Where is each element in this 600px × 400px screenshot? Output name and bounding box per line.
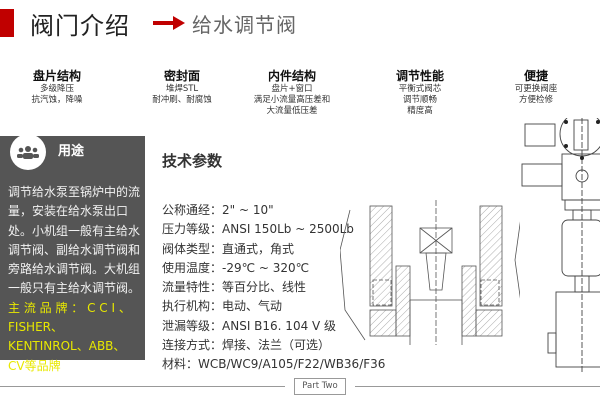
usage-panel <box>0 136 145 360</box>
usage-description: 调节给水泵至锅炉中的流量，安装在给水泵出口处。小机组一般有主给水调节阀、副给水调… <box>8 183 140 376</box>
feature-line: 平衡式阀芯 <box>398 84 442 94</box>
param-label: 材料： <box>162 357 199 372</box>
param-value: -29℃ ~ 320℃ <box>222 260 310 275</box>
param-row: 连接方式：焊接、法兰（可选） <box>162 336 385 355</box>
feature-line: 精度高 <box>407 106 433 116</box>
section-label: Part Two <box>294 378 346 395</box>
brands-text: 主 流 品 牌 ： C C I 、FISHER、KENTINROL、ABB、CV… <box>8 300 131 373</box>
param-value: 焊接、法兰（可选） <box>222 338 331 353</box>
param-row: 泄漏等级：ANSI B16. 104 V 级 <box>162 317 385 336</box>
footer-divider-left <box>0 386 285 387</box>
param-row: 执行机构：电动、气动 <box>162 297 385 316</box>
valve-trim-cross-section-diagram <box>340 200 520 345</box>
param-row: 公称通经：2" ~ 10" <box>162 201 385 220</box>
usage-text: 调节给水泵至锅炉中的流量，安装在给水泵出口处。小机组一般有主给水调节阀、副给水调… <box>8 185 141 296</box>
param-row: 阀体类型：直通式，角式 <box>162 240 385 259</box>
usage-title: 用途 <box>58 144 85 159</box>
param-value: 电动、气动 <box>222 299 283 314</box>
param-label: 流量特性： <box>162 280 223 295</box>
title-accent-block <box>0 9 14 37</box>
param-label: 使用温度： <box>162 260 223 275</box>
feature-line: 大流量低压差 <box>266 106 318 116</box>
people-group-icon <box>10 134 46 170</box>
arrow-right-icon <box>153 16 185 30</box>
feature-line: 多级降压 <box>39 84 74 94</box>
param-label: 执行机构： <box>162 299 223 314</box>
feature-title: 便捷 <box>523 69 548 83</box>
tech-params-list: 公称通经：2" ~ 10" 压力等级：ANSI 150Lb ~ 2500Lb 阀… <box>162 201 385 375</box>
tech-params-title: 技术参数 <box>162 152 223 170</box>
feature-line: 抗汽蚀，降噪 <box>31 95 83 105</box>
feature-title: 调节性能 <box>395 69 444 83</box>
param-row: 材料：WCB/WC9/A105/F22/WB36/F36 <box>162 355 385 374</box>
param-value: 等百分比、线性 <box>222 280 307 295</box>
footer-divider-right <box>355 386 600 387</box>
feature-regulation-performance: 调节性能平衡式阀芯调节顺畅精度高 <box>360 69 480 117</box>
page-title: 阀门介绍 <box>30 12 130 40</box>
param-value: 2" ~ 10" <box>222 203 274 217</box>
feature-internal-structure: 内件结构盘片+窗口满足小流量高压差和大流量低压差 <box>232 69 352 117</box>
param-row: 压力等级：ANSI 150Lb ~ 2500Lb <box>162 220 385 239</box>
param-value: 直通式，角式 <box>222 241 295 256</box>
param-label: 连接方式： <box>162 338 223 353</box>
param-label: 阀体类型： <box>162 241 223 256</box>
page-subtitle: 给水调节阀 <box>192 13 297 37</box>
feature-title: 密封面 <box>163 69 200 83</box>
feature-line: 满足小流量高压差和 <box>253 95 331 105</box>
feature-convenience: 便捷可更换阀座方便检修 <box>476 69 596 106</box>
param-row: 流量特性：等百分比、线性 <box>162 278 385 297</box>
feature-line: 可更换阀座 <box>514 84 558 94</box>
valve-with-actuator-drawing <box>521 118 600 373</box>
feature-title: 盘片结构 <box>32 69 81 83</box>
feature-disc-structure: 盘片结构多级降压抗汽蚀，降噪 <box>0 69 117 106</box>
feature-line: 盘片+窗口 <box>271 84 313 94</box>
param-value: ANSI B16. 104 V 级 <box>222 318 337 333</box>
feature-line: 方便检修 <box>518 95 553 105</box>
param-label: 泄漏等级： <box>162 318 223 333</box>
param-label: 公称通经： <box>162 203 223 217</box>
param-row: 使用温度：-29℃ ~ 320℃ <box>162 259 385 278</box>
feature-title: 内件结构 <box>267 69 316 83</box>
param-label: 压力等级： <box>162 222 223 237</box>
param-value: ANSI 150Lb ~ 2500Lb <box>222 222 354 237</box>
feature-line: 堆焊STL <box>165 84 199 94</box>
feature-line: 调节顺畅 <box>402 95 437 105</box>
feature-line: 耐冲刷、耐腐蚀 <box>152 95 212 105</box>
param-value: WCB/WC9/A105/F22/WB36/F36 <box>198 357 386 372</box>
